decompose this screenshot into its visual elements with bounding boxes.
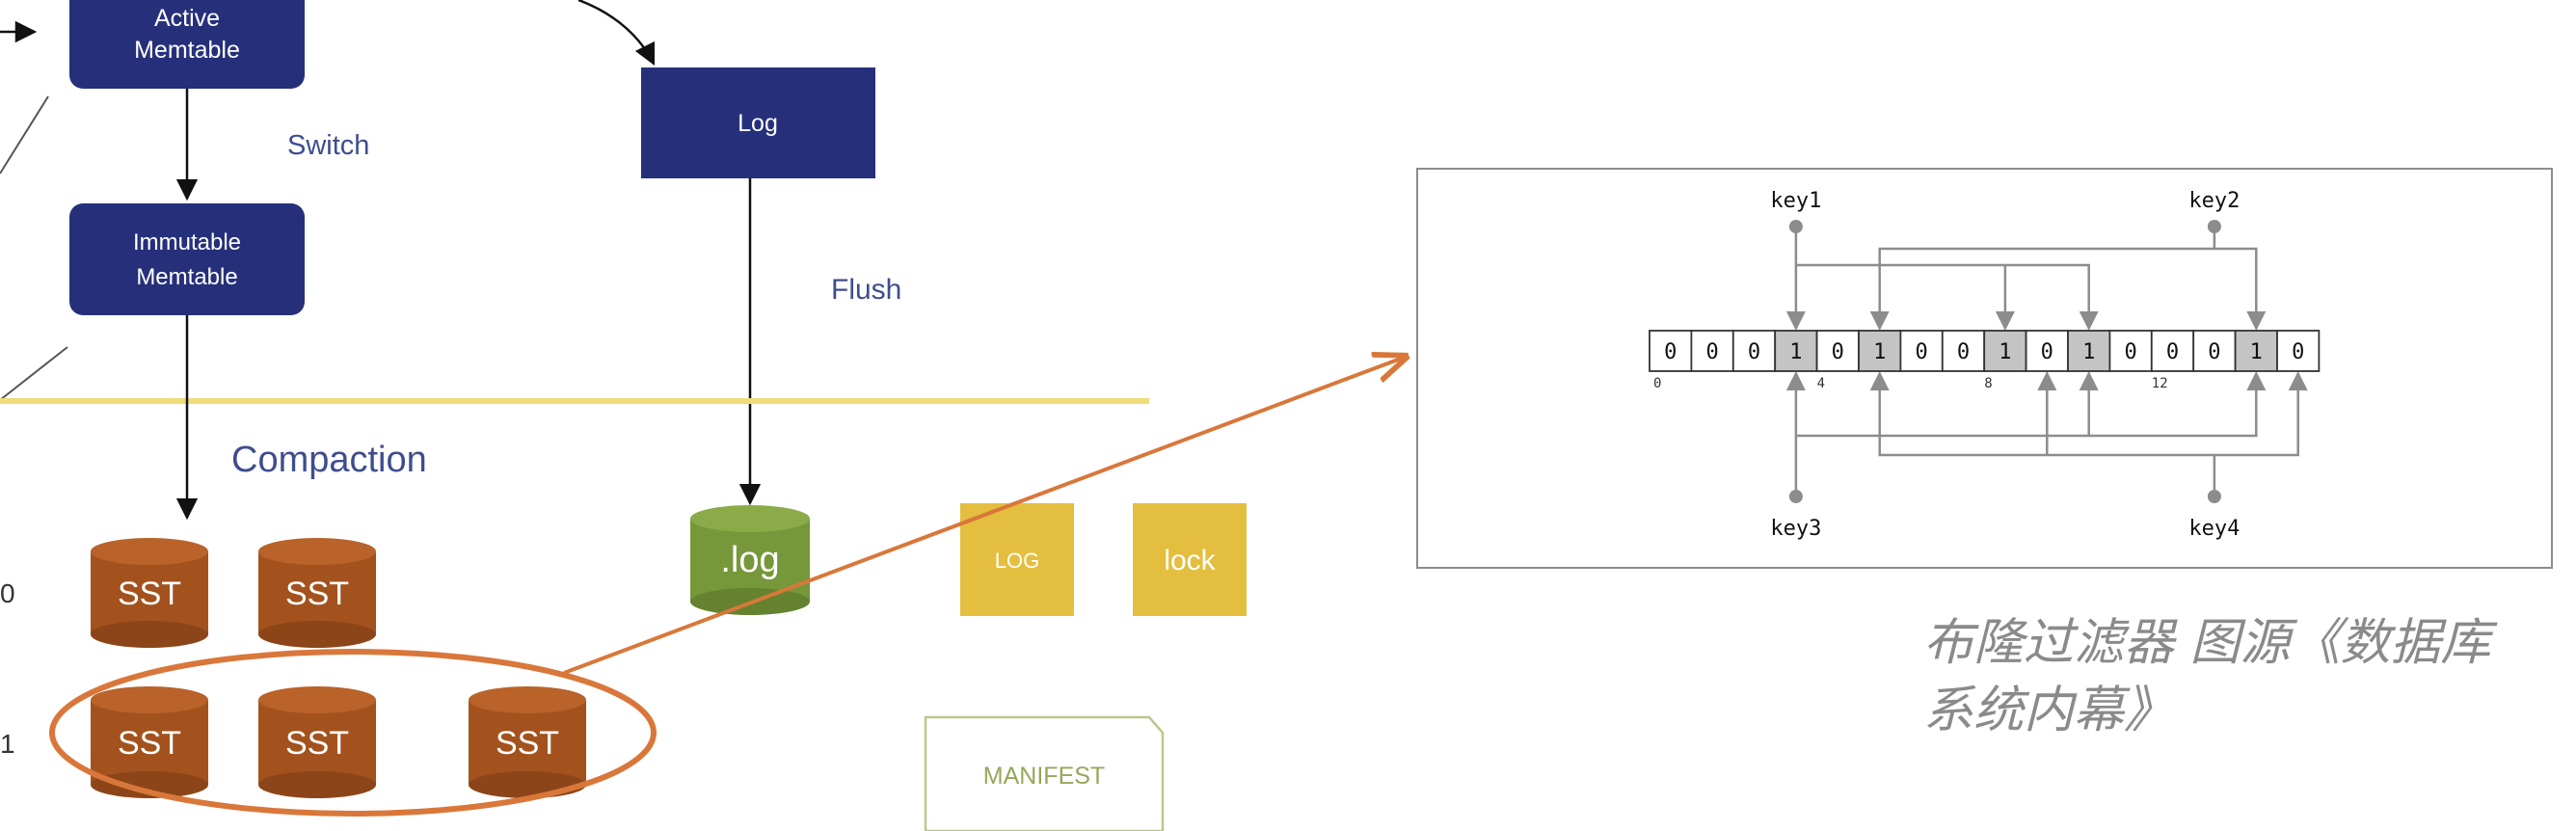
hash-line — [2088, 371, 2267, 438]
bit-value: 0 — [2166, 340, 2179, 364]
lsm-structure: Active Memtable Switch Immutable Memtabl… — [0, 0, 1406, 831]
bit-value: 1 — [1999, 340, 2011, 364]
bloom-keys: key1 key2 key3 key4 — [1770, 189, 2240, 541]
bloom-pointer-arrow — [563, 357, 1406, 675]
key-node — [1788, 490, 1803, 503]
svg-text:LOG: LOG — [995, 549, 1039, 573]
bit-value: 0 — [1915, 340, 1927, 364]
log-box-label: Log — [738, 110, 778, 137]
flush-label: Flush — [831, 274, 901, 306]
lock-file: lock — [1133, 503, 1247, 616]
hash-line — [2004, 263, 2099, 331]
bit-index-label: 12 — [2152, 376, 2168, 391]
svg-text:SST: SST — [285, 725, 349, 762]
bit-cell — [2276, 330, 2321, 372]
bit-cell — [1858, 330, 1902, 372]
switch-label: Switch — [287, 130, 369, 161]
level-0-label: 0 — [0, 578, 15, 608]
hash-line — [1869, 227, 2216, 331]
bit-cell — [2150, 330, 2195, 372]
key-node — [1788, 220, 1803, 233]
log-file-cylinder: .log — [690, 505, 810, 615]
svg-text:lock: lock — [1164, 545, 1216, 576]
immutable-memtable-label-1: Immutable — [133, 229, 241, 255]
bit-value: 0 — [1957, 340, 1970, 364]
bit-value: 1 — [1789, 340, 1802, 364]
key-label: key4 — [2188, 517, 2240, 541]
level-1-highlight — [49, 649, 657, 817]
bit-cell — [1899, 330, 1944, 372]
log-file-label: .log — [720, 540, 779, 580]
active-memtable-label-1: Active — [154, 5, 220, 32]
sst-level-1-file: SST — [258, 686, 376, 798]
immutable-memtable-box: Immutable Memtable — [69, 203, 305, 315]
active-memtable-label-2: Memtable — [134, 37, 240, 64]
level-1-label: 1 — [0, 729, 15, 759]
log-write-arrow — [577, 0, 656, 67]
bit-index-label: 0 — [1653, 376, 1661, 391]
figure-caption: 布隆过滤器 图源《数据库系统内幕》 — [1923, 614, 2491, 739]
svg-text:SST: SST — [285, 576, 349, 612]
sst-level-1-file: SST — [469, 686, 586, 798]
key-label: key1 — [1770, 189, 1821, 213]
sst-level-0-file: SST — [258, 538, 376, 648]
bloom-index-labels: 0 4 8 12 — [1653, 376, 2168, 391]
key-node — [2207, 490, 2221, 503]
svg-text:SST: SST — [118, 576, 181, 612]
hash-line — [2214, 371, 2308, 457]
bit-value: 0 — [2124, 340, 2136, 364]
bit-value: 1 — [1873, 340, 1886, 364]
bit-value: 0 — [2208, 340, 2220, 364]
hash-line — [2214, 247, 2267, 331]
compaction-label: Compaction — [231, 440, 427, 480]
bit-cell — [1649, 330, 1693, 372]
bit-value: 0 — [2041, 340, 2053, 364]
edge-connector-line — [0, 346, 68, 401]
bloom-bit-array: 0 0 0 1 0 1 0 0 1 0 1 0 0 0 1 0 — [1649, 330, 2321, 372]
edge-connector-line — [0, 95, 49, 174]
bit-value: 0 — [2292, 340, 2304, 364]
svg-text:SST: SST — [496, 725, 559, 762]
bit-cell — [2067, 330, 2111, 372]
bit-index-label: 8 — [1984, 376, 1992, 391]
sst-level-1-file: SST — [91, 686, 208, 798]
immutable-memtable-label-2: Memtable — [136, 264, 237, 290]
key-label: key2 — [2188, 189, 2240, 213]
key-node — [2207, 220, 2221, 233]
svg-text:SST: SST — [118, 725, 181, 762]
log-text-file: LOG — [960, 503, 1074, 616]
bit-value: 0 — [1832, 340, 1844, 364]
sst-level-0-file: SST — [91, 538, 208, 648]
svg-text:MANIFEST: MANIFEST — [983, 763, 1105, 790]
bit-value: 0 — [1664, 340, 1677, 364]
bit-value: 0 — [1705, 340, 1718, 364]
bloom-hash-lines — [1785, 227, 2308, 496]
bit-value: 1 — [2250, 340, 2263, 364]
bit-cell — [1815, 330, 1860, 372]
bit-value: 0 — [1748, 340, 1760, 364]
key-label: key3 — [1770, 517, 1821, 541]
log-box: Log — [641, 67, 875, 178]
bit-cell — [1941, 330, 1986, 372]
bit-index-label: 4 — [1817, 376, 1825, 391]
manifest-file: MANIFEST — [924, 715, 1165, 831]
bit-value: 1 — [2082, 340, 2095, 364]
active-memtable-box: Active Memtable — [69, 0, 305, 89]
